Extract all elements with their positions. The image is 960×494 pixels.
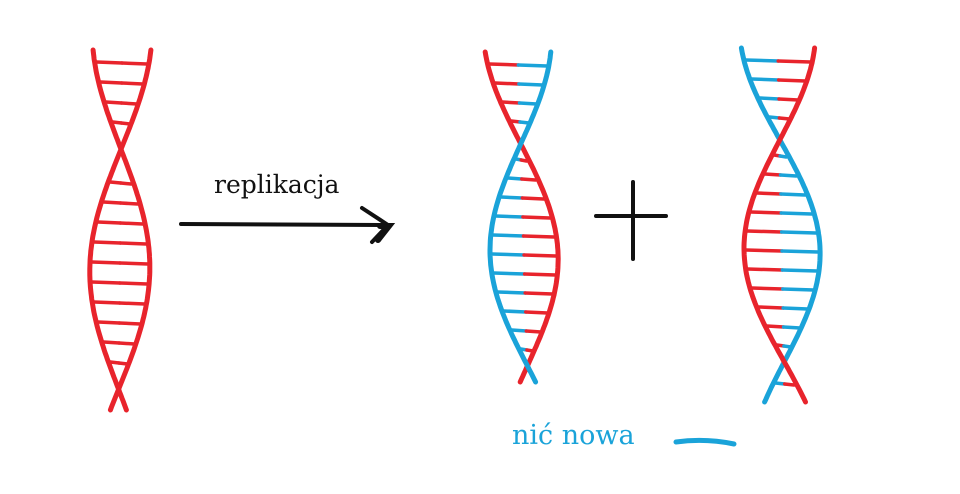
- base-pair: [519, 347, 535, 353]
- base-pair: [491, 271, 558, 277]
- base-pair: [749, 210, 814, 216]
- strand-a: [90, 47, 153, 413]
- base-pair: [775, 343, 793, 349]
- strand-a: [738, 45, 823, 405]
- base-pair: [758, 96, 800, 102]
- base-pair: [755, 191, 807, 197]
- base-pair: [496, 290, 555, 296]
- base-pair: [90, 280, 150, 286]
- base-pair: [502, 309, 550, 315]
- base-pair: [773, 381, 796, 387]
- base-pair: [745, 229, 818, 235]
- base-pair: [94, 60, 149, 66]
- strand-a: [482, 49, 561, 385]
- strand-b: [87, 47, 154, 413]
- base-pair: [772, 153, 788, 159]
- base-pair: [92, 300, 147, 306]
- base-pair: [493, 81, 545, 87]
- base-pair: [765, 324, 802, 330]
- base-pair: [96, 320, 143, 326]
- base-pair: [509, 119, 531, 125]
- base-pair: [745, 267, 819, 273]
- arrow-head-tip: [375, 223, 396, 243]
- base-pair: [514, 157, 529, 163]
- arrow-label: replikacja: [214, 170, 340, 199]
- plus-icon: [594, 180, 668, 261]
- strand-b: [741, 45, 818, 405]
- base-pair: [499, 195, 546, 201]
- base-pair: [101, 200, 140, 206]
- arrow-shaft: [179, 222, 390, 227]
- base-pair: [92, 240, 148, 246]
- strand-b: [487, 49, 554, 385]
- base-pair: [500, 100, 539, 106]
- base-pair: [510, 328, 543, 334]
- base-pair: [750, 77, 808, 83]
- base-pair: [744, 58, 813, 64]
- base-pair: [487, 62, 549, 68]
- base-pair: [104, 100, 139, 106]
- arrow-icon: [179, 206, 396, 244]
- base-pair: [750, 286, 816, 292]
- parent-helix: [87, 47, 154, 413]
- base-pair: [101, 340, 137, 346]
- base-pair: [744, 248, 820, 254]
- daughter-helix-1: [482, 49, 561, 385]
- base-pair: [490, 252, 558, 258]
- base-pair: [756, 305, 810, 311]
- base-pair: [111, 120, 132, 126]
- legend-label: nić nowa: [512, 420, 635, 451]
- daughter-helix-2: [738, 45, 823, 405]
- base-pair: [108, 180, 133, 186]
- base-pair: [763, 172, 798, 178]
- base-pair: [90, 260, 150, 266]
- base-pair: [506, 176, 538, 182]
- base-pair: [98, 80, 145, 86]
- base-pair: [767, 115, 792, 121]
- base-pair: [108, 360, 130, 366]
- base-pair: [494, 214, 552, 220]
- legend-swatch: [673, 437, 737, 447]
- base-pair: [96, 220, 145, 226]
- base-pair: [491, 233, 556, 239]
